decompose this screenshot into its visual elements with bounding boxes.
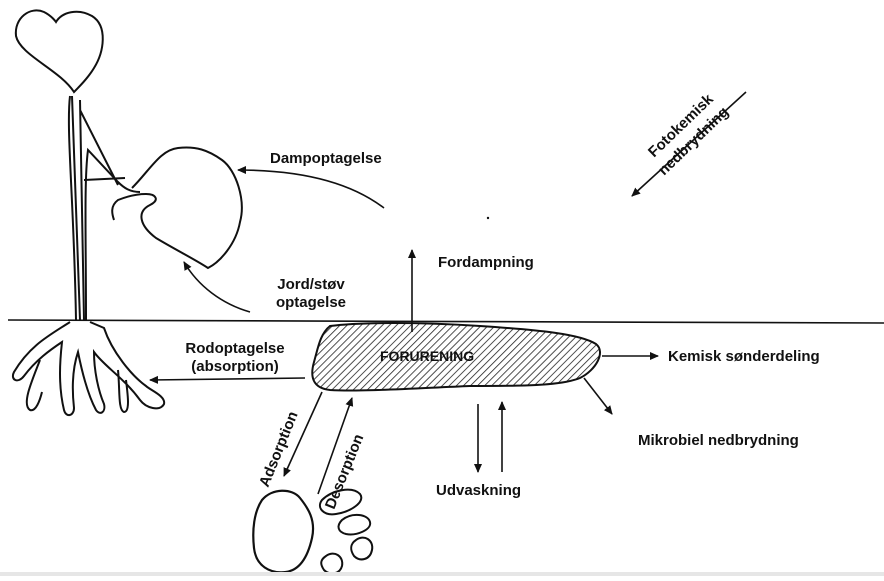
dampoptagelse-label: Dampoptagelse (270, 150, 382, 167)
soil-particle-large (253, 491, 313, 573)
plant-top-leaf (16, 10, 103, 92)
plant-stem (72, 96, 125, 320)
jord-stoev-arrow (184, 262, 250, 312)
fordampning-label: Fordampning (438, 254, 534, 271)
plant-lower-leaf (112, 148, 242, 269)
rodoptagelse-arrow (150, 378, 305, 380)
bottom-edge (0, 572, 884, 576)
jord-stoev-label-line1: Jord/støv (256, 276, 366, 293)
mikrobiel-arrow (584, 378, 612, 414)
plant-root-tips (27, 360, 128, 412)
udvaskning-label: Udvaskning (436, 482, 521, 499)
forurening-label: FORURENING (380, 348, 474, 365)
soil-particle-4 (321, 554, 342, 574)
jord-stoev-label-line2: optagelse (256, 294, 366, 311)
ground-line (8, 320, 884, 323)
soil-particle-3 (351, 538, 372, 560)
rodoptagelse-label-line1: Rodoptagelse (160, 340, 310, 357)
rodoptagelse-label-line2: (absorption) (160, 358, 310, 375)
mikrobiel-label: Mikrobiel nedbrydning (638, 432, 799, 449)
dampoptagelse-arrow (238, 170, 384, 208)
kemisk-label: Kemisk sønderdeling (668, 348, 820, 365)
soil-particle-2 (339, 515, 371, 534)
adsorption-label: Adsorption (256, 409, 302, 490)
dot (487, 217, 489, 219)
